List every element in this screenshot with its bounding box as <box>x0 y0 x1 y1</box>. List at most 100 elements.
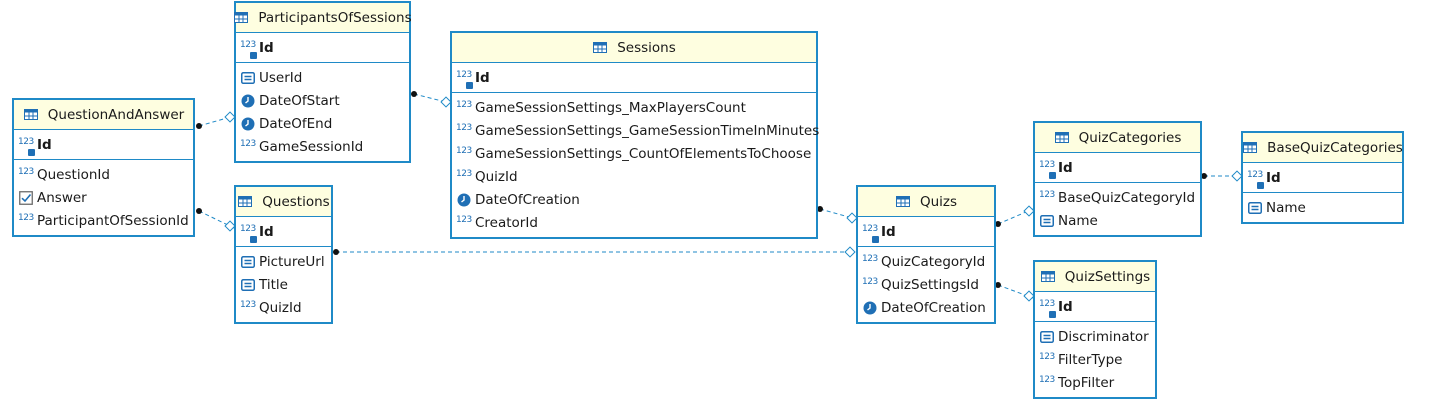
entity-title: Questions <box>262 193 330 210</box>
entity-title: BaseQuizCategories <box>1267 139 1403 156</box>
column-row[interactable]: DateOfStart <box>236 89 409 112</box>
entity-title: ParticipantsOfSessions <box>258 9 412 26</box>
table-icon <box>237 194 253 210</box>
column-name: DateOfCreation <box>881 299 986 316</box>
key-numeric-icon: 123 <box>1039 299 1056 318</box>
column-name: QuizId <box>259 299 302 316</box>
key-numeric-icon: 123 <box>18 137 35 156</box>
entity-title: Quizs <box>919 193 958 210</box>
relation-end-dot <box>995 282 1001 288</box>
entity-title: QuestionAndAnswer <box>47 106 185 123</box>
checkbox-icon <box>18 190 34 206</box>
column-row[interactable]: DateOfCreation <box>858 296 994 319</box>
numeric-icon: 123 <box>1039 374 1055 385</box>
relation-end-dot <box>333 249 339 255</box>
numeric-icon: 123 <box>456 122 472 133</box>
relation-end-dot <box>196 208 202 214</box>
numeric-icon: 123 <box>1039 189 1055 200</box>
column-row[interactable]: PictureUrl <box>236 250 331 273</box>
column-name: Discriminator <box>1058 328 1149 345</box>
table-icon <box>233 10 249 26</box>
relation-end-diamond <box>224 111 236 123</box>
entity-header[interactable]: Sessions <box>452 33 816 63</box>
entity-header[interactable]: BaseQuizCategories <box>1243 133 1403 163</box>
numeric-icon: 123 <box>456 168 472 179</box>
entity-header[interactable]: ParticipantsOfSessions <box>233 3 412 33</box>
column-name: FilterType <box>1058 351 1123 368</box>
column-row[interactable]: Name <box>1035 209 1200 232</box>
column-name: PictureUrl <box>259 253 325 270</box>
numeric-icon: 123 <box>862 276 878 287</box>
entity-header[interactable]: QuizSettings <box>1035 262 1155 292</box>
column-name: TopFilter <box>1058 374 1115 391</box>
entity-header[interactable]: QuestionAndAnswer <box>14 100 193 130</box>
column-name: Id <box>259 223 274 240</box>
column-name: QuestionId <box>37 166 110 183</box>
column-name: CreatorId <box>475 214 538 231</box>
column-name: GameSessionSettings_MaxPlayersCount <box>475 99 746 116</box>
entity-header[interactable]: Quizs <box>858 187 994 217</box>
column-row[interactable]: DateOfCreation <box>452 188 816 211</box>
column-row[interactable]: Discriminator <box>1035 325 1155 348</box>
column-name: ParticipantOfSessionId <box>37 212 189 229</box>
column-name: QuizCategoryId <box>881 253 986 270</box>
key-numeric-icon: 123 <box>1039 160 1056 179</box>
column-row[interactable]: Answer <box>14 186 193 209</box>
column-name: BaseQuizCategoryId <box>1058 189 1196 206</box>
column-name: GameSessionId <box>259 138 364 155</box>
numeric-icon: 123 <box>456 145 472 156</box>
text-field-icon <box>240 277 256 293</box>
column-row[interactable]: Name <box>1243 196 1402 219</box>
column-name: Id <box>881 223 896 240</box>
column-row[interactable]: Title <box>236 273 331 296</box>
entity-header[interactable]: QuizCategories <box>1035 123 1200 153</box>
entity-header[interactable]: Questions <box>236 187 331 217</box>
relation-end-diamond <box>224 220 236 232</box>
table-icon <box>592 40 608 56</box>
table-icon <box>1054 130 1070 146</box>
column-row[interactable]: DateOfEnd <box>236 112 409 135</box>
relation-end-diamond <box>1023 205 1035 217</box>
column-list: Name <box>1243 193 1402 222</box>
relation-end-dot <box>1201 173 1207 179</box>
key-numeric-icon: 123 <box>456 70 473 89</box>
numeric-icon: 123 <box>18 166 34 177</box>
column-row[interactable]: UserId <box>236 66 409 89</box>
key-numeric-icon: 123 <box>240 40 257 59</box>
